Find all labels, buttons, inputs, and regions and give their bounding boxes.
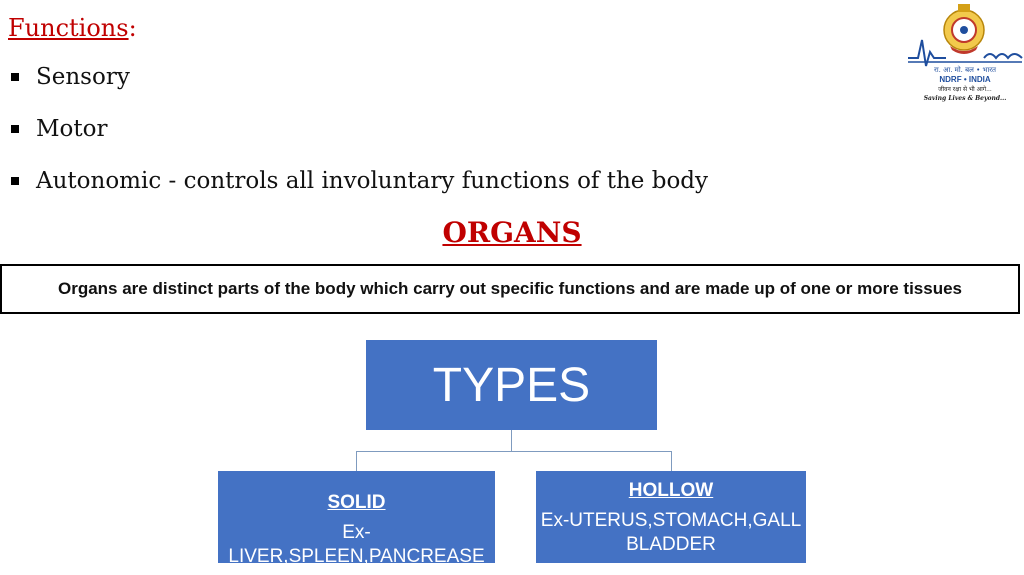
organs-title: ORGANS <box>442 216 582 249</box>
heartbeat-line-icon <box>908 39 946 67</box>
list-item-text: Sensory <box>36 64 130 90</box>
square-bullet-icon <box>11 177 19 185</box>
list-item: Motor <box>8 116 708 142</box>
logo-org-text: NDRF • INDIA <box>939 75 990 84</box>
functions-colon: : <box>128 14 137 42</box>
types-box: TYPES <box>366 340 657 430</box>
waves-icon <box>983 53 1023 60</box>
emblem-ribbon-icon <box>950 46 978 54</box>
square-bullet-icon <box>11 125 19 133</box>
solid-box: SOLID Ex-LIVER,SPLEEN,PANCREASE <box>218 471 495 567</box>
organs-definition-text: Organs are distinct parts of the body wh… <box>57 279 963 298</box>
connector-line <box>356 451 672 452</box>
functions-list: Sensory Motor Autonomic - controls all i… <box>8 64 708 220</box>
list-item-text: Motor <box>36 116 108 142</box>
solid-example: Ex-LIVER,SPLEEN,PANCREASE <box>228 522 485 567</box>
lion-capital-icon <box>958 4 970 12</box>
hollow-example-line2: BLADDER <box>626 534 716 555</box>
connector-line <box>671 451 672 471</box>
ndrf-logo: रा. आ. मो. बल • भारत NDRF • INDIA जीवन र… <box>908 4 1023 102</box>
list-item: Autonomic - controls all involuntary fun… <box>8 168 708 194</box>
organs-definition-box: Organs are distinct parts of the body wh… <box>0 264 1020 314</box>
types-label: TYPES <box>432 358 591 412</box>
functions-title: Functions <box>8 14 129 42</box>
hollow-example-line1: Ex-UTERUS,STOMACH,GALL <box>540 510 802 531</box>
functions-heading: Functions: <box>8 14 137 42</box>
hollow-title: HOLLOW <box>628 480 714 501</box>
connector-line <box>511 430 512 452</box>
list-item-text: Autonomic - controls all involuntary fun… <box>36 168 709 194</box>
logo-motto: Saving Lives & Beyond... <box>924 95 1007 102</box>
hollow-box: HOLLOW Ex-UTERUS,STOMACH,GALL BLADDER <box>536 471 806 563</box>
emblem-center-icon <box>960 26 968 34</box>
square-bullet-icon <box>11 73 19 81</box>
logo-hindi-motto: जीवन रक्षा से भी आगे... <box>938 85 992 93</box>
logo-hindi-line: रा. आ. मो. बल • भारत <box>934 65 997 74</box>
list-item: Sensory <box>8 64 708 90</box>
connector-line <box>356 451 357 471</box>
solid-title: SOLID <box>327 492 386 513</box>
